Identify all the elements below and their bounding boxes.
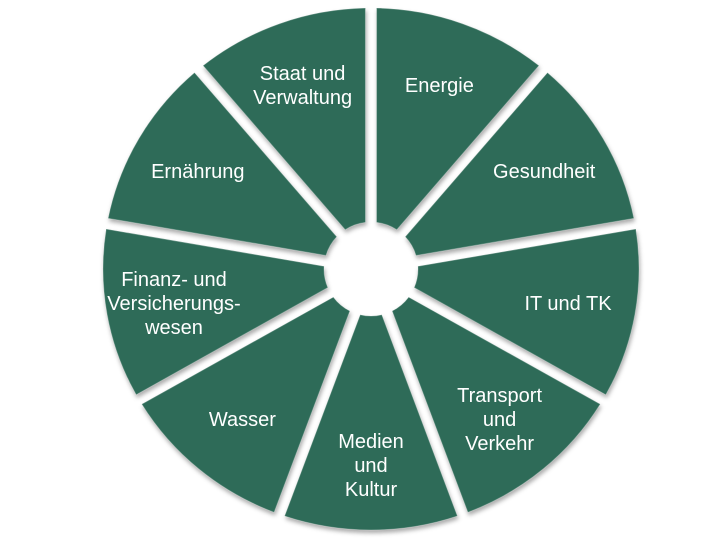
segments-group <box>102 7 640 531</box>
segment-ernahrung <box>107 71 338 257</box>
segment-medien-und-kultur <box>283 314 459 531</box>
segment-wasser <box>141 296 351 513</box>
segment-finanz-und-versicherungswesen <box>102 228 329 396</box>
segment-energie <box>375 7 540 231</box>
segment-gesundheit <box>404 71 635 257</box>
segment-label-gesundheit: Gesundheit <box>493 161 596 183</box>
segment-staat-und-verwaltung <box>202 7 367 231</box>
segment-label-ernahrung: Ernährung <box>151 161 244 183</box>
segment-label-wasser: Wasser <box>209 409 276 431</box>
segment-transport-und-verkehr <box>391 296 601 513</box>
segment-it-und-tk <box>413 228 640 396</box>
segment-label-energie: Energie <box>405 75 474 97</box>
segment-label-it-und-tk: IT und TK <box>524 293 612 315</box>
